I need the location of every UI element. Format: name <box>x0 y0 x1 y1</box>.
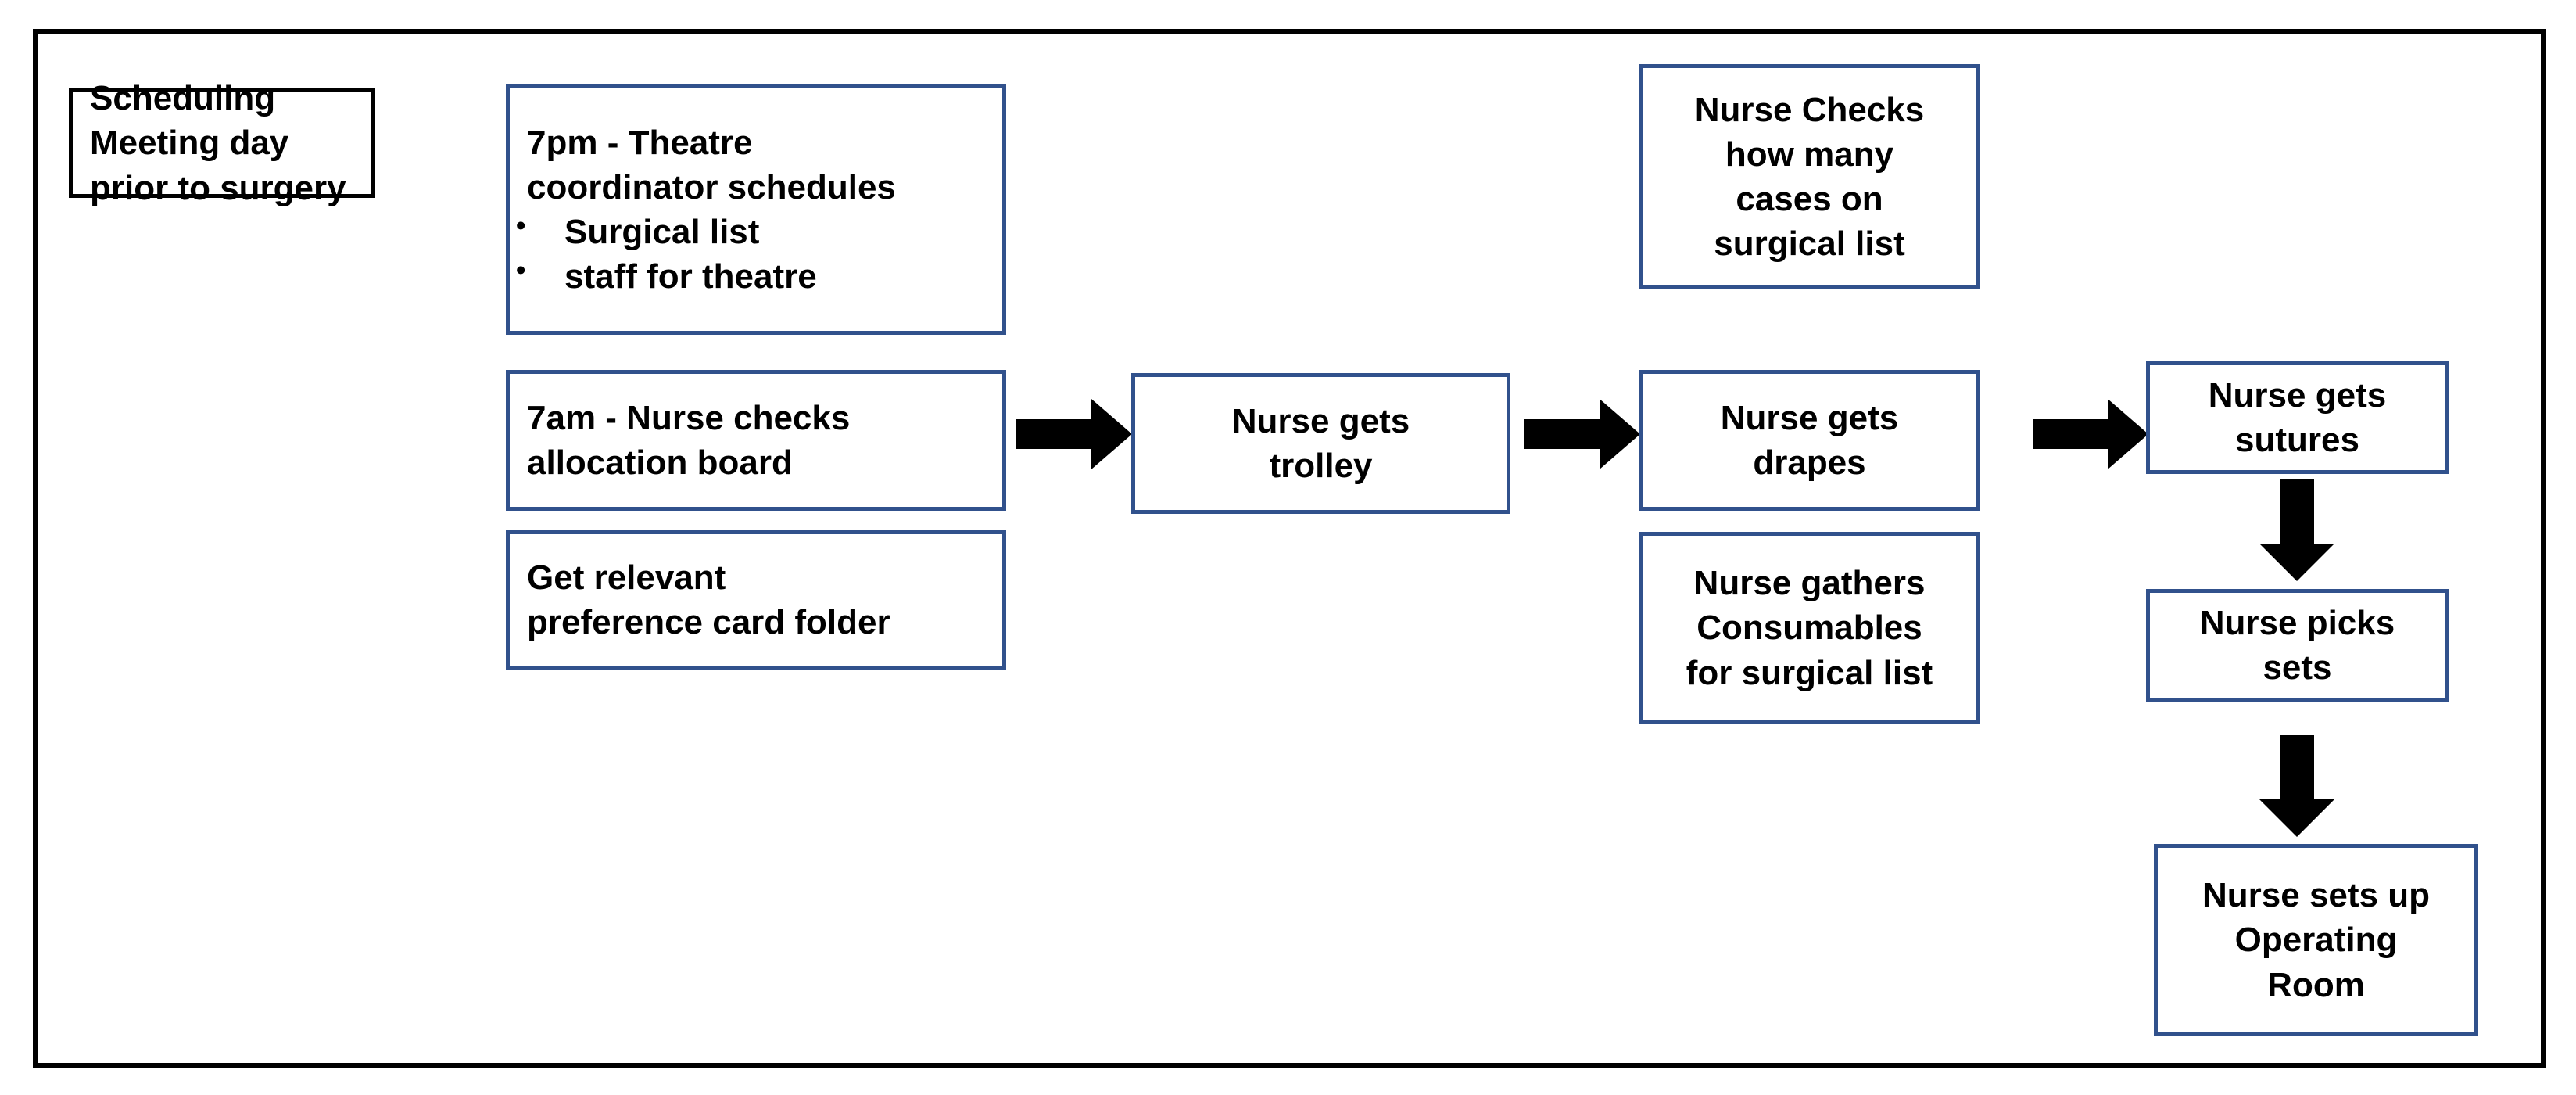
node-line: Nurse gathers <box>1693 564 1926 603</box>
node-line: surgical list <box>1714 224 1905 264</box>
node-line: trolley <box>1269 447 1373 485</box>
node-line: Nurse gets <box>1720 398 1899 437</box>
diagram-outer-frame <box>33 29 2546 1068</box>
node-scheduling-meeting[interactable]: Scheduling Meeting day prior to surgery <box>69 79 375 207</box>
node-line: drapes <box>1753 443 1866 482</box>
node-line: Operating <box>2234 921 2398 960</box>
node-line: Nurse gets <box>2208 375 2387 415</box>
node-theatre-coordinator[interactable]: 7pm - Theatre coordinator schedules Surg… <box>506 84 1006 335</box>
bullet-item: Surgical list <box>510 208 817 254</box>
node-line: Get relevant <box>527 558 726 597</box>
node-line: coordinator schedules <box>527 167 896 206</box>
node-line: how many <box>1725 135 1894 174</box>
node-line: Scheduling <box>90 79 276 118</box>
node-nurse-gathers-consumables[interactable]: Nurse gathers Consumables for surgical l… <box>1639 532 1980 724</box>
node-line: Nurse picks <box>2199 603 2395 642</box>
node-nurse-gets-sutures[interactable]: Nurse gets sutures <box>2146 361 2449 474</box>
node-line: prior to surgery <box>90 168 346 207</box>
bullet-item: staff for theatre <box>510 253 817 299</box>
node-line: Room <box>2267 965 2365 1004</box>
node-nurse-picks-sets[interactable]: Nurse picks sets <box>2146 589 2449 702</box>
node-line: allocation board <box>527 443 793 482</box>
node-nurse-gets-trolley[interactable]: Nurse gets trolley <box>1131 373 1510 514</box>
node-line: 7pm - Theatre <box>527 123 753 162</box>
node-line: Consumables <box>1696 609 1922 648</box>
arrow-down-icon <box>2259 479 2334 581</box>
arrow-right-icon <box>1524 399 1640 469</box>
node-line: sutures <box>2235 421 2359 459</box>
arrow-right-icon <box>1016 399 1132 469</box>
node-line: for surgical list <box>1686 653 1933 692</box>
node-line: Nurse Checks <box>1694 90 1925 129</box>
node-line: Nurse sets up <box>2202 876 2430 915</box>
node-nurse-checks-cases[interactable]: Nurse Checks how many cases on surgical … <box>1639 64 1980 289</box>
node-nurse-gets-drapes[interactable]: Nurse gets drapes <box>1639 370 1980 511</box>
arrow-down-icon <box>2259 735 2334 837</box>
node-preference-card-folder[interactable]: Get relevant preference card folder <box>506 530 1006 670</box>
node-line: Meeting day <box>90 124 289 163</box>
node-bullet-list: Surgical list staff for theatre <box>510 208 817 299</box>
node-line: preference card folder <box>527 603 890 641</box>
arrow-right-icon <box>2033 399 2148 469</box>
node-allocation-board[interactable]: 7am - Nurse checks allocation board <box>506 370 1006 511</box>
node-line: sets <box>2263 648 2332 687</box>
node-line: 7am - Nurse checks <box>527 398 851 437</box>
node-line: Nurse gets <box>1231 401 1410 440</box>
node-line: cases on <box>1736 180 1883 218</box>
node-nurse-sets-up-operating-room[interactable]: Nurse sets up Operating Room <box>2154 844 2478 1036</box>
